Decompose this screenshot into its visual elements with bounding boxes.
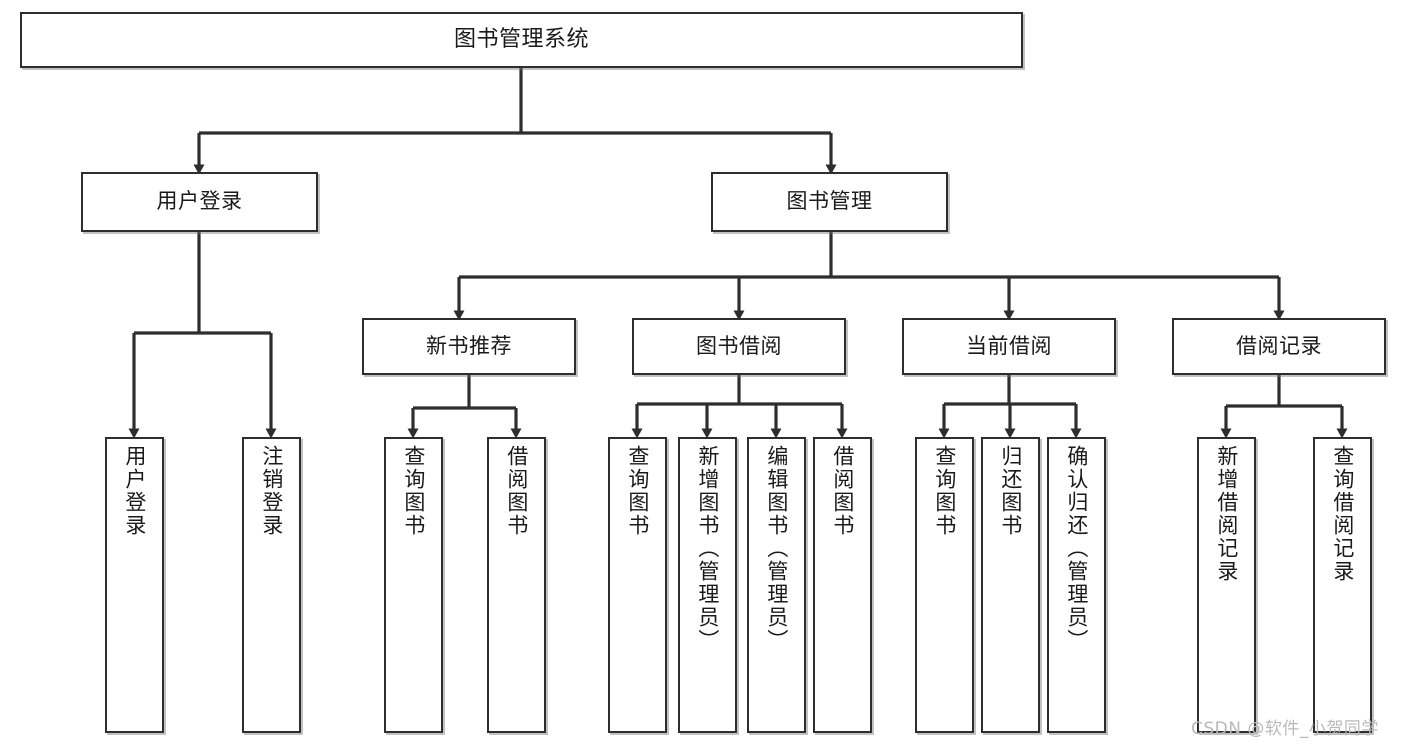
node-label: 注销登录: [259, 445, 284, 537]
node-label: 借阅图书: [830, 445, 855, 537]
node-label: 查询借阅记录: [1330, 445, 1355, 583]
node-book-borrow[interactable]: 图书借阅: [632, 318, 846, 375]
watermark-text: CSDN @软件_小贺同学: [1191, 719, 1379, 739]
node-new-book-recommend[interactable]: 新书推荐: [362, 318, 576, 375]
leaf-borrow-edit-book-admin[interactable]: 编辑图书（管理员）: [747, 437, 806, 733]
leaf-current-confirm-return-admin[interactable]: 确认归还（管理员）: [1047, 437, 1106, 733]
node-label: 查询图书: [932, 445, 957, 537]
node-label: 确认归还（管理员）: [1064, 445, 1089, 652]
leaf-current-return-book[interactable]: 归还图书: [981, 437, 1040, 733]
node-label: 借阅记录: [1236, 333, 1322, 358]
node-label: 借阅图书: [504, 445, 529, 537]
node-book-management[interactable]: 图书管理: [711, 172, 948, 232]
leaf-records-query-record[interactable]: 查询借阅记录: [1313, 437, 1372, 733]
leaf-borrow-add-book-admin[interactable]: 新增图书（管理员）: [678, 437, 737, 733]
leaf-user-login-signout[interactable]: 注销登录: [242, 437, 301, 733]
node-label: 查询图书: [625, 445, 650, 537]
node-label: 用户登录: [122, 445, 147, 537]
node-label: 新增借阅记录: [1214, 445, 1239, 583]
leaf-current-query-book[interactable]: 查询图书: [915, 437, 974, 733]
node-label: 新增图书（管理员）: [695, 445, 720, 652]
node-borrow-records[interactable]: 借阅记录: [1172, 318, 1386, 375]
node-label: 归还图书: [998, 445, 1023, 537]
node-label: 图书管理系统: [453, 26, 589, 52]
leaf-borrow-borrow-book[interactable]: 借阅图书: [813, 437, 872, 733]
node-label: 编辑图书（管理员）: [764, 445, 789, 652]
node-label: 图书借阅: [696, 333, 782, 358]
leaf-borrow-query-book[interactable]: 查询图书: [608, 437, 667, 733]
node-current-borrow[interactable]: 当前借阅: [902, 318, 1116, 375]
node-label: 查询图书: [401, 445, 426, 537]
leaf-records-add-record[interactable]: 新增借阅记录: [1197, 437, 1256, 733]
leaf-new-books-borrow[interactable]: 借阅图书: [487, 437, 546, 733]
node-label: 用户登录: [156, 189, 243, 214]
node-label: 新书推荐: [426, 333, 512, 358]
node-label: 图书管理: [786, 189, 873, 214]
leaf-new-books-query[interactable]: 查询图书: [384, 437, 443, 733]
node-root-system[interactable]: 图书管理系统: [20, 12, 1023, 68]
node-label: 当前借阅: [966, 333, 1052, 358]
leaf-user-login-signin[interactable]: 用户登录: [105, 437, 164, 733]
node-user-login[interactable]: 用户登录: [81, 172, 318, 232]
